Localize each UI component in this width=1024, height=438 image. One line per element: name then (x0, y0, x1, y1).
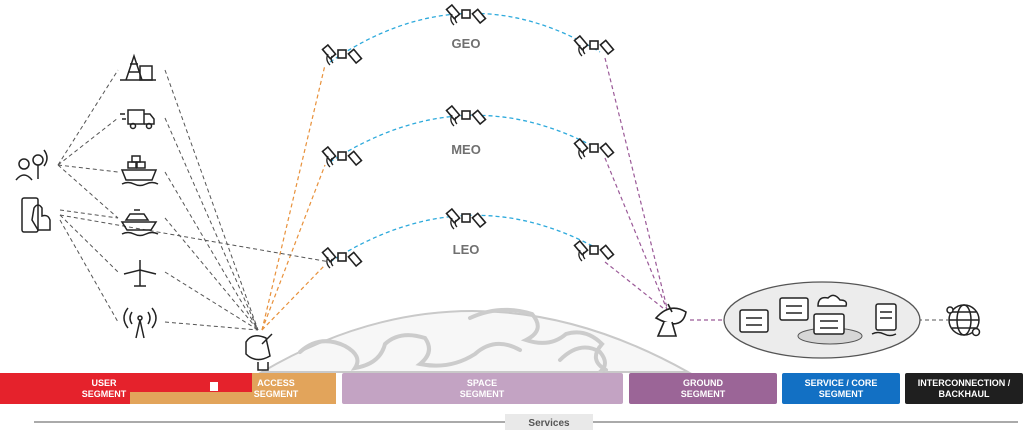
ground-segment-bar (629, 373, 777, 404)
space-segment-label-2: SEGMENT (460, 389, 505, 399)
satellite-icon (445, 208, 487, 230)
meo-orbit-arc (329, 114, 601, 163)
services-label: Services (528, 418, 570, 429)
airplane-icon (123, 260, 157, 287)
oil-rig-icon (120, 53, 156, 81)
geo-orbit-arc (329, 12, 601, 63)
access-links (261, 64, 326, 331)
satellite-icon (321, 146, 363, 168)
cruise-ship-icon (120, 209, 159, 237)
interconnection-segment-bar (905, 373, 1023, 404)
services-bar: Services (34, 414, 1018, 430)
geo-label: GEO (452, 36, 481, 51)
orbit-links (329, 12, 601, 263)
cargo-ship-icon (120, 155, 159, 187)
service-segment-label-2: SEGMENT (819, 389, 864, 399)
space-segment-bar (342, 373, 623, 404)
leo-orbit-arc (329, 214, 601, 263)
interconnection-segment-label-1: INTERCONNECTION / (918, 378, 1011, 388)
earth-globe (258, 307, 692, 374)
ground-segment-label-1: GROUND (683, 378, 723, 388)
service-segment-label-1: SERVICE / CORE (805, 378, 878, 388)
satellite-icon (573, 240, 615, 262)
satellite-icon (573, 35, 615, 57)
delivery-truck-icon (120, 109, 155, 130)
meo-label: MEO (451, 142, 481, 157)
server-rack-icon (779, 297, 809, 321)
satellite-icon (321, 44, 363, 66)
access-segment-bar (252, 373, 336, 404)
space-segment-label-1: SPACE (467, 378, 497, 388)
access-segment-label-2: SEGMENT (254, 389, 299, 399)
ground-links (604, 57, 728, 321)
satellite-icon (445, 105, 487, 127)
antenna-person-icon (15, 149, 48, 181)
user-segment-label-2: SEGMENT (82, 389, 127, 399)
satellite-dish-icon (245, 333, 273, 371)
user-segment-label-1: USER (91, 378, 117, 388)
radio-tower-icon (123, 307, 157, 339)
leo-label: LEO (453, 242, 480, 257)
ground-station-dish-icon (654, 303, 687, 337)
globe-network-icon (946, 304, 981, 337)
satellite-icon (321, 247, 363, 269)
segment-bar (0, 373, 1023, 404)
service-segment-bar (782, 373, 900, 404)
core-network-bubble (723, 281, 921, 359)
ground-segment-label-2: SEGMENT (681, 389, 726, 399)
interconnection-segment-label-2: BACKHAUL (939, 389, 990, 399)
server-icon (739, 309, 769, 333)
data-center-icon (871, 303, 897, 337)
user-links (57, 69, 331, 331)
touch-phone-icon (21, 197, 51, 233)
cloud-server-icon (813, 294, 848, 335)
satellite-icon (445, 4, 487, 26)
satellite-icon (573, 138, 615, 160)
access-segment-label-1: ACCESS (257, 378, 295, 388)
